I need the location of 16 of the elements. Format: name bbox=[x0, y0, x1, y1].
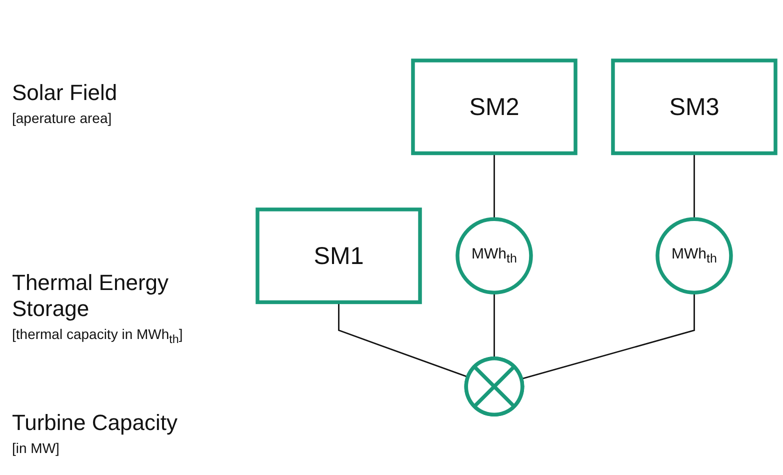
connector bbox=[338, 302, 468, 378]
node-circle: MWh$_{th}$ bbox=[456, 217, 533, 294]
row-heading: Solar Field bbox=[12, 80, 118, 106]
unit-note: [in MW] bbox=[12, 440, 60, 456]
connector bbox=[494, 292, 495, 358]
node-box: SM2 bbox=[411, 58, 578, 156]
row-heading: Turbine Capacity bbox=[12, 410, 178, 436]
node-box: SM1 bbox=[256, 208, 422, 304]
connector bbox=[694, 153, 695, 220]
connector bbox=[521, 292, 695, 380]
row-heading: Thermal Energy Storage bbox=[12, 270, 170, 322]
unit-note: [aperature area] bbox=[12, 110, 113, 126]
unit-note: [thermal capacity in MWh$_{th}$] bbox=[12, 326, 184, 346]
node-circle: MWh$_{th}$ bbox=[656, 217, 733, 294]
node-box: SM3 bbox=[611, 58, 778, 156]
connector bbox=[494, 153, 495, 220]
